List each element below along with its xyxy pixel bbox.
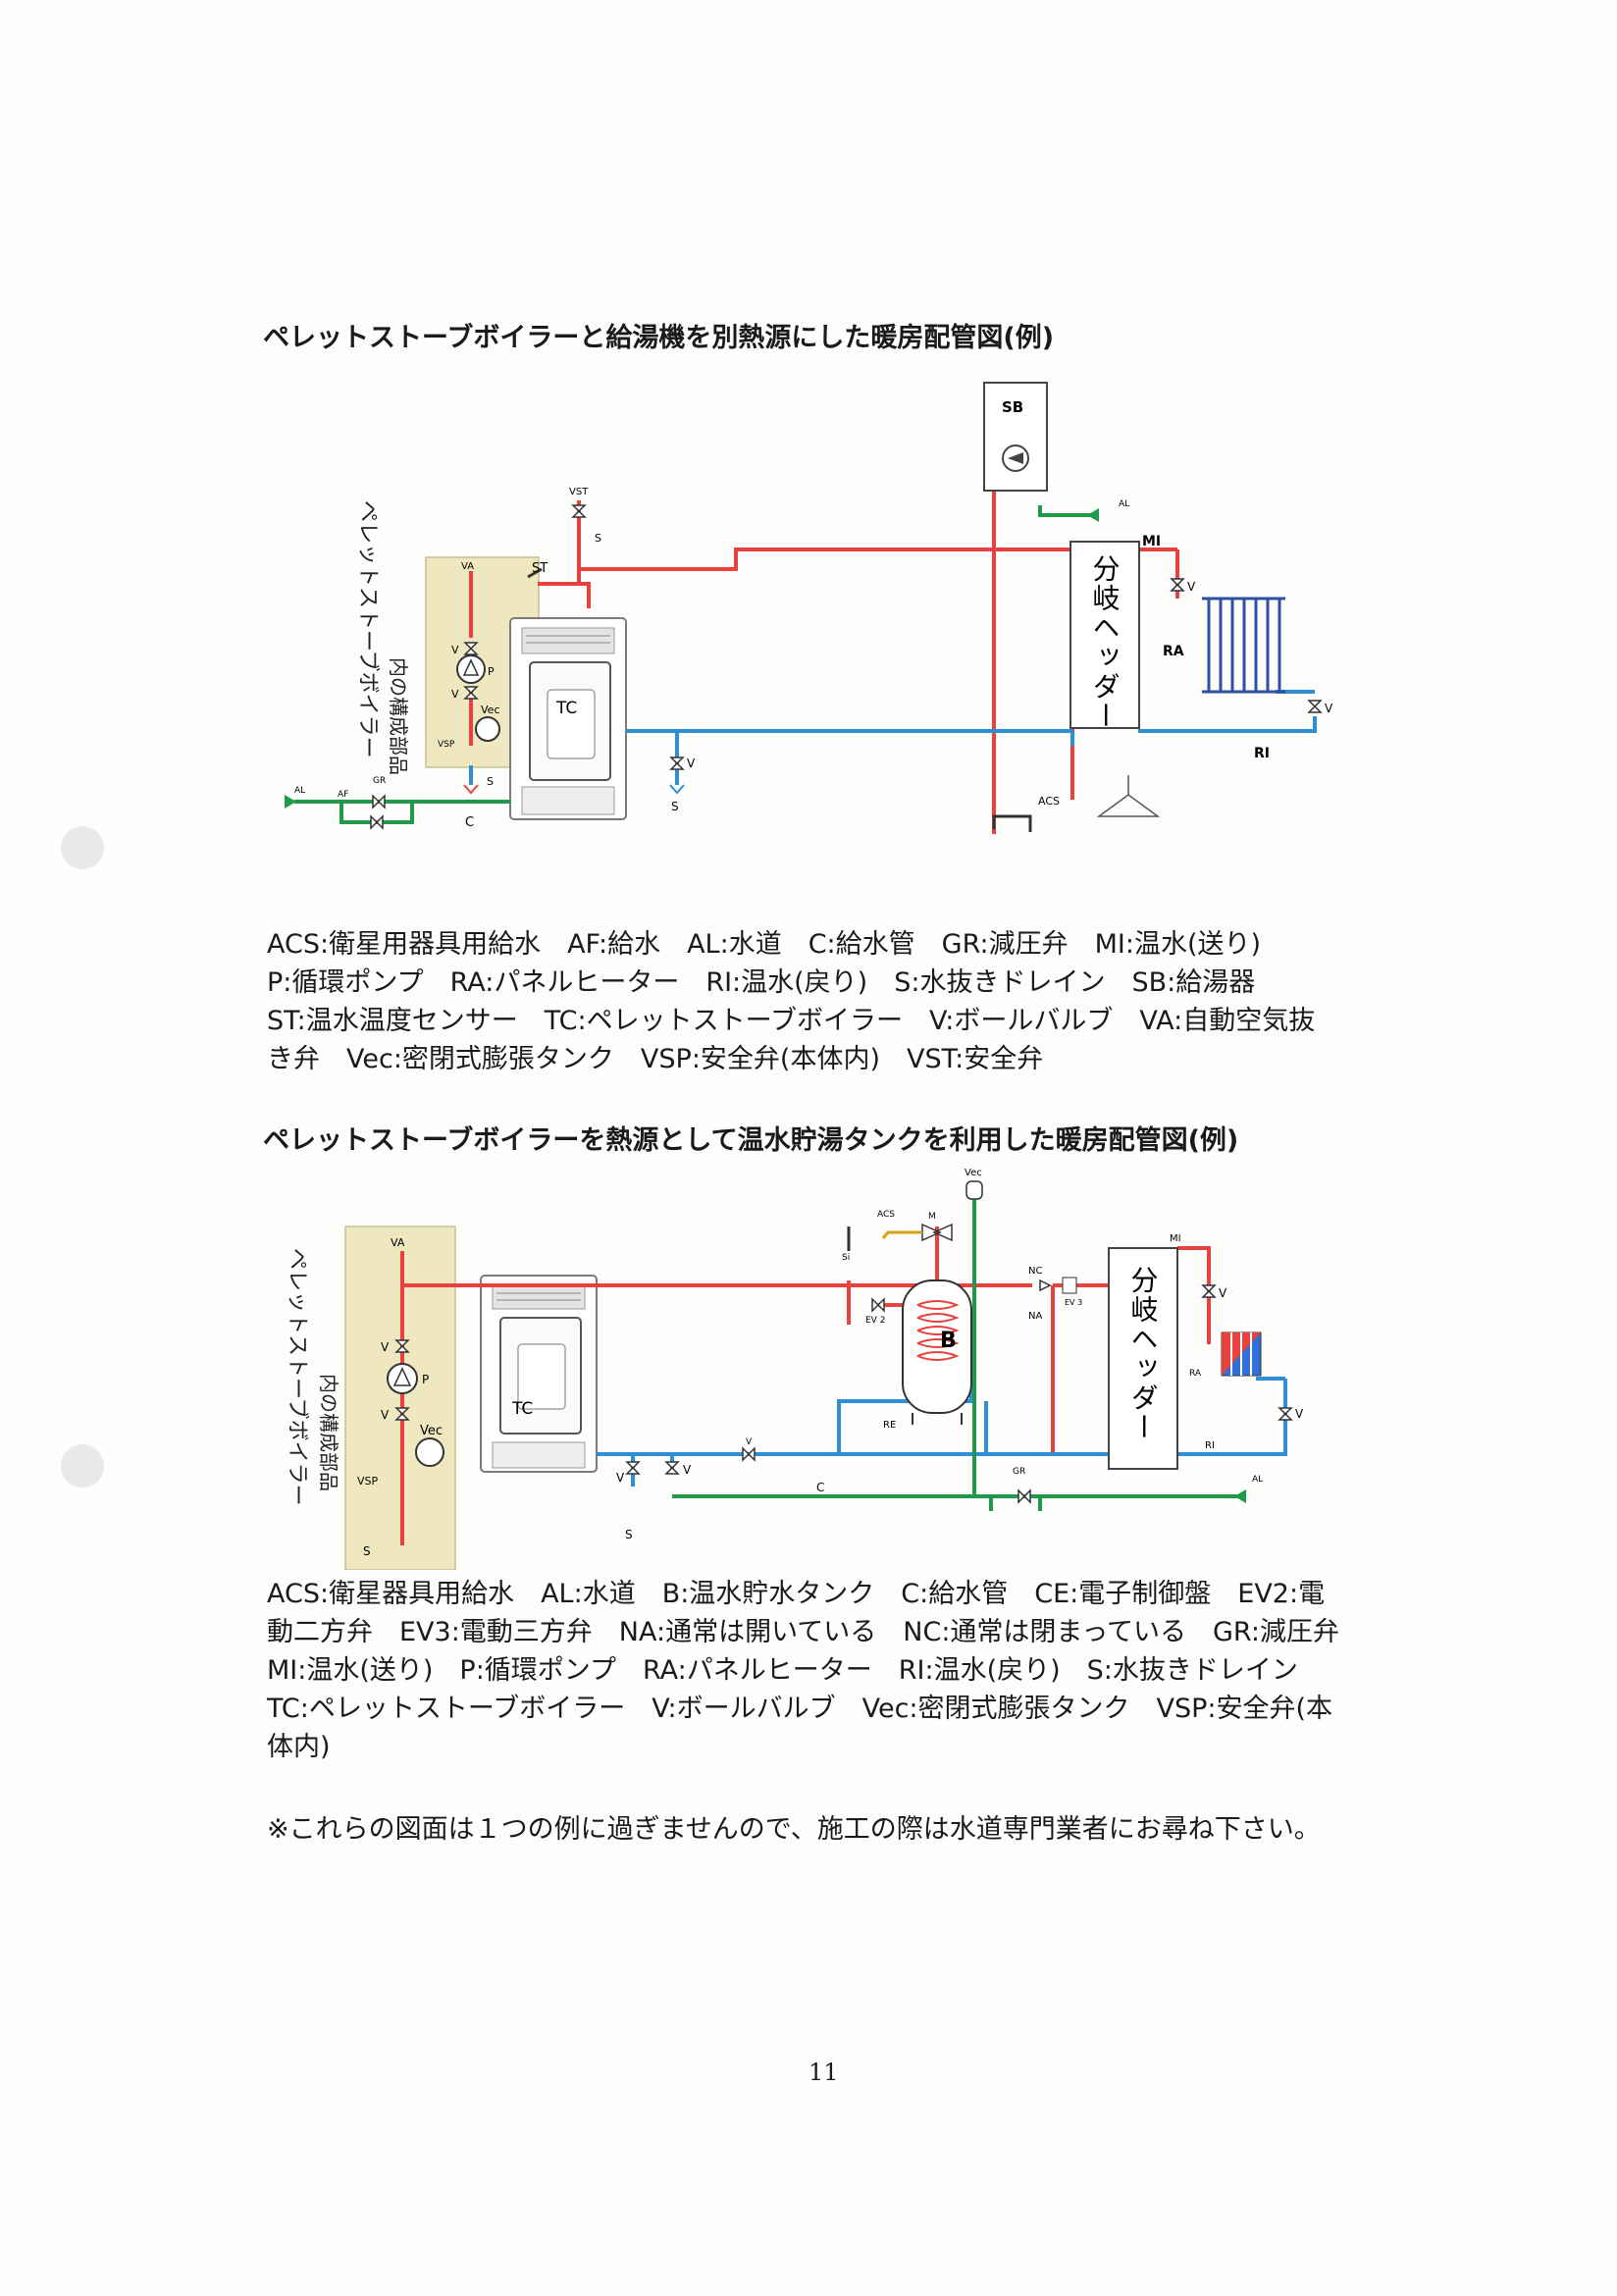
diagram1-label-va: VA [461,561,474,572]
diagram1-label-p: P [488,665,495,678]
diagram2-label-v-c: V [683,1463,692,1477]
diagram1-hot-water-pipes [469,491,1179,834]
diagram2-label-v-mi: V [1219,1286,1227,1300]
diagram2-label-m: M [928,1212,936,1222]
diagram2-label-va: VA [391,1236,405,1249]
diagram1-shower-head [1096,775,1161,817]
diagram2-storage-tank-b [902,1279,972,1425]
diagram2-label-ev2: EV 2 [865,1316,885,1326]
diagram1-label-ra: RA [1163,644,1184,659]
diagram1-label-s-return: S [671,800,679,813]
diagram1-label-gr: GR [373,776,386,786]
diagram1-expansion-tank [475,716,500,742]
diagram2-label-al: AL [1252,1475,1263,1485]
diagram1-valves [370,504,1323,830]
diagram1-label-tc: TC [555,699,577,718]
diagram1-water-heater-sb [983,382,1048,492]
diagram1-label-v-mi: V [1187,580,1196,594]
diagram2-label-vsp: VSP [357,1475,379,1487]
diagram1-al-sb-arrow [1087,508,1099,522]
diagram1-acs-tap [992,814,1032,832]
diagram1-boiler-parts-label: ペレットストーブボイラー [355,500,380,758]
diagram2-boiler-parts-label-2: 内の構成部品 [317,1374,340,1491]
diagram2-label-tc: TC [511,1399,533,1419]
diagram2-distribution-header [1108,1247,1178,1470]
diagram1-label-v-upper: V [451,644,459,656]
diagram2-label-ev3: EV 3 [1065,1298,1082,1307]
diagram2-label-v-return: V [746,1437,753,1447]
diagram2-label-v-tc: V [616,1471,625,1485]
diagram2-expansion-tank [415,1437,444,1467]
diagram2-label-vec-top: Vec [965,1168,982,1178]
diagram1-label-ri: RI [1254,746,1270,761]
diagram1-boiler-parts-label-2: 内の構成部品 [387,657,410,775]
diagram1-label-al-inlet: AL [294,786,305,796]
diagram2-acs-faucet [881,1230,922,1239]
diagram2-panel-radiator [1221,1331,1262,1377]
diagram1-legend: ACS:衛星用器具用給水 AF:給水 AL:水道 C:給水管 GR:減圧弁 MI… [267,929,1316,1074]
diagram2-label-p: P [422,1373,429,1386]
diagram2-label-acs: ACS [877,1210,895,1220]
diagram1-label-vst: VST [569,487,589,497]
diagram1-label-al-sb: AL [1119,499,1129,509]
diagram1-piping-diagram: ペレットストーブボイラー 内の構成部品 TC [285,382,1333,834]
diagram2-label-vec: Vec [420,1424,443,1438]
diagram2-legend: ACS:衛星器具用給水 AL:水道 B:温水貯水タンク C:給水管 CE:電子制… [267,1579,1339,1762]
diagram2-label-s-vsp: S [363,1544,371,1558]
diagram1-label-acs: ACS [1038,795,1060,808]
diagram2-label-gr: GR [1013,1467,1025,1477]
diagram1-al-inlet-arrow [285,795,296,809]
diagram2-title: ペレットストーブボイラーを熱源として温水貯湯タンクを利用した暖房配管図(例) [263,1125,1239,1156]
diagram2-ev3-actuator [1062,1277,1077,1294]
diagram2-label-na: NA [1028,1311,1042,1322]
diagram2-label-ri: RI [1205,1440,1215,1451]
diagram1-panel-radiator [1202,597,1285,694]
diagram1-label-s-vsp: S [487,775,494,788]
diagram2-label-ra: RA [1189,1369,1202,1379]
diagram2-supply-pipes [672,1197,1246,1511]
diagram2-boiler-parts-label: ペレットストーブボイラー [285,1248,309,1506]
diagram2-label-v-ri: V [1295,1407,1304,1421]
diagram2-label-si: Si [842,1253,850,1263]
diagram1-label-vsp: VSP [438,740,455,750]
binder-hole-bottom [61,1444,104,1487]
diagram2-valves [394,1278,1293,1504]
diagram2-label-mi: MI [1170,1233,1181,1244]
diagram1-pellet-boiler-tc [509,617,627,820]
diagram2-pellet-boiler-tc [480,1275,598,1473]
binder-hole-top [61,826,104,869]
diagram1-label-mi: MI [1142,534,1161,549]
diagram1-label-af: AF [338,790,348,800]
diagram2-label-c: C [816,1481,824,1494]
diagram1-label-sb: SB [1002,398,1023,416]
diagram1-title: ペレットストーブボイラーと給湯機を別熱源にした暖房配管図(例) [263,323,1055,353]
page-number: 11 [808,2059,839,2086]
diagram2-al-inlet-arrow [1234,1489,1246,1503]
diagram2-label-v-lower: V [381,1408,390,1422]
diagram2-header-label: 分岐ヘッダー [1127,1266,1160,1442]
diagram1-circulation-pump [456,654,486,684]
diagram2-label-nc: NC [1028,1266,1042,1277]
diagram2-label-v-upper: V [381,1340,390,1354]
diagram1-label-v-lower: V [451,688,459,701]
diagram1-label-st: ST [532,561,548,576]
diagram1-label-c: C [465,815,474,830]
diagram1-header-label: 分岐ヘッダー [1089,554,1121,731]
diagram1-label-v-ri: V [1325,702,1333,715]
diagram1-label-vec: Vec [481,704,500,716]
diagram2-expansion-tank-top [965,1180,983,1200]
diagram1-temperature-sensor [527,567,543,579]
diagram2-circulation-pump [387,1363,418,1394]
diagram1-label-s-vst: S [595,532,601,545]
diagram2-label-s-tc: S [625,1528,633,1541]
diagram2-label-b: B [940,1329,957,1353]
footnote: ※これらの図面は１つの例に過ぎませんので、施工の際は水道専門業者にお尋ね下さい。 [267,1814,1321,1845]
diagram2-piping-diagram: ペレットストーブボイラー 内の構成部品 TC [285,1168,1304,1570]
diagram1-label-v-return: V [687,757,696,770]
diagram2-label-re: RE [883,1420,896,1431]
diagram1-drain-markers [463,784,479,795]
diagram1-distribution-header [1069,541,1140,729]
diagram1-supply-pipes [294,505,1099,824]
